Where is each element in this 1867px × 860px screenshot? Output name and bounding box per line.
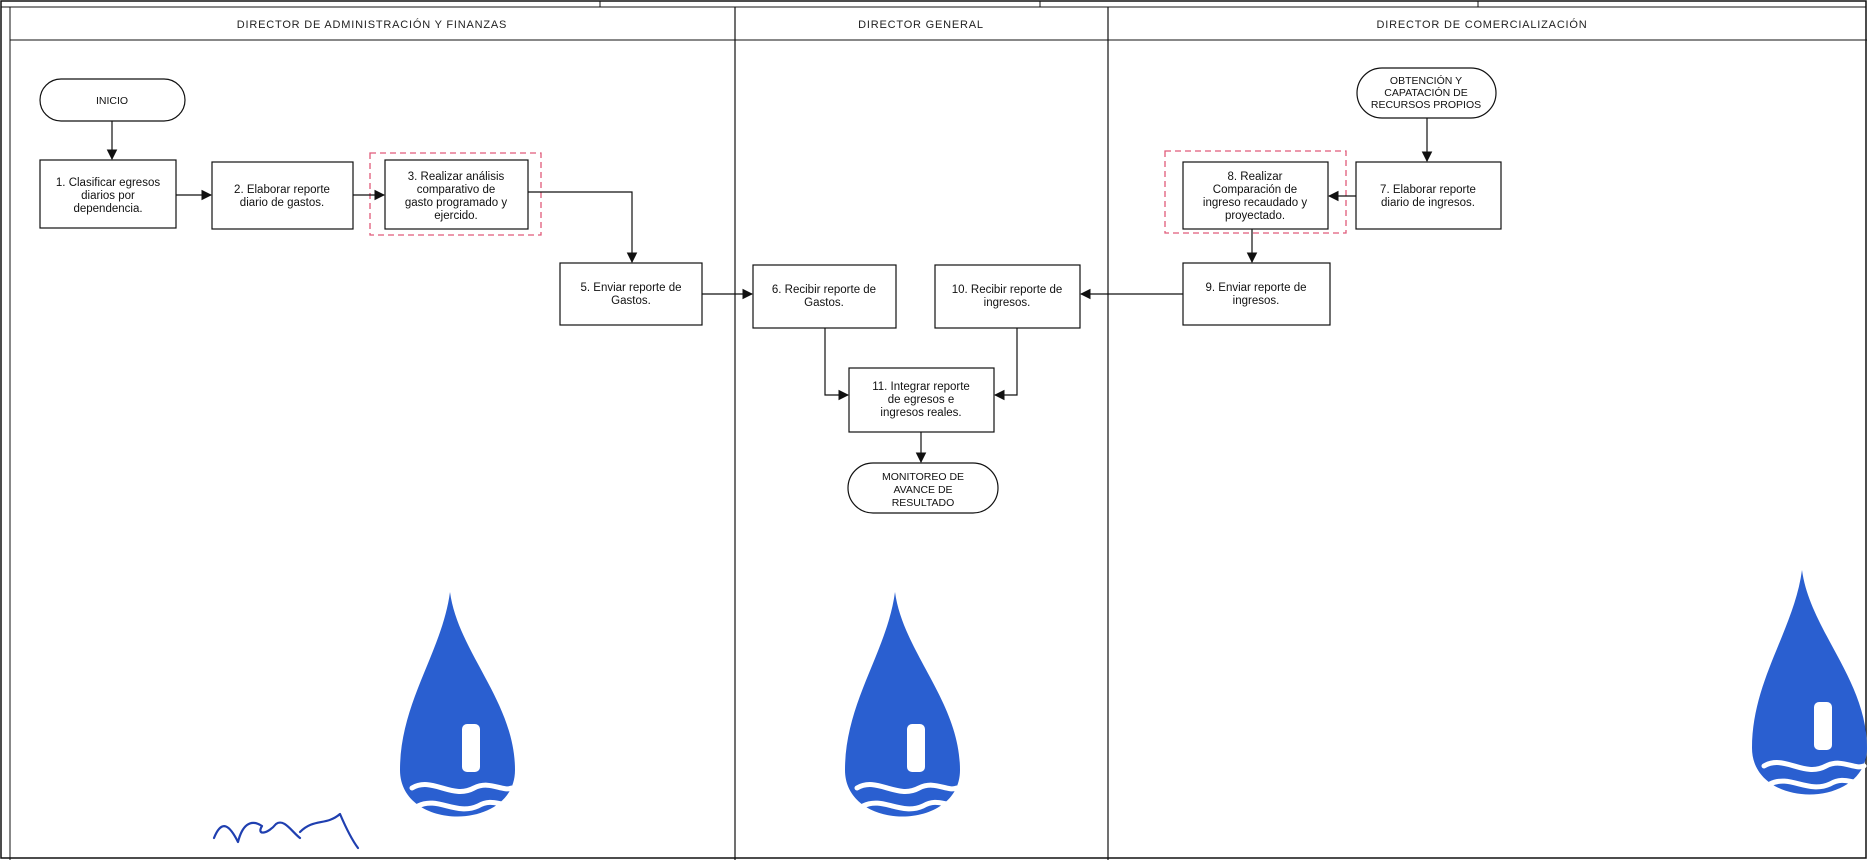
- svg-text:Comparación de: Comparación de: [1213, 184, 1297, 196]
- svg-text:gasto programado y: gasto programado y: [405, 197, 508, 209]
- svg-text:diario de gastos.: diario de gastos.: [240, 197, 324, 209]
- arrow-3-to-5: [528, 191, 638, 264]
- svg-text:6. Recibir reporte de: 6. Recibir reporte de: [772, 284, 876, 296]
- svg-text:7. Elaborar reporte: 7. Elaborar reporte: [1380, 184, 1476, 196]
- svg-text:5. Enviar reporte de: 5. Enviar reporte de: [580, 282, 681, 294]
- seal-icon: [400, 592, 515, 817]
- terminal-monitoreo-line-2: AVANCE DE: [893, 484, 952, 496]
- step-10-box: [934, 264, 1081, 329]
- svg-text:Gastos.: Gastos.: [804, 297, 844, 309]
- terminal-monitoreo: MONITOREO DE AVANCE DE RESULTADO: [847, 462, 999, 514]
- svg-text:11. Integrar reporte: 11. Integrar reporte: [872, 381, 970, 393]
- svg-text:9. Enviar reporte de: 9. Enviar reporte de: [1205, 282, 1306, 294]
- step-2: 2. Elaborar reporte diario de gastos.: [211, 161, 354, 230]
- lane-title-admin: DIRECTOR DE ADMINISTRACIÓN Y FINANZAS: [237, 18, 507, 31]
- svg-text:2. Elaborar reporte: 2. Elaborar reporte: [234, 184, 330, 196]
- step-9: 9. Enviar reporte de ingresos.: [1182, 262, 1331, 326]
- step-5: 5. Enviar reporte de Gastos.: [559, 262, 703, 326]
- svg-text:proyectado.: proyectado.: [1225, 210, 1285, 222]
- seal-icon: [845, 592, 960, 817]
- svg-text:diarios por: diarios por: [81, 190, 135, 202]
- step-6: 6. Recibir reporte de Gastos.: [752, 264, 897, 329]
- step-10: 10. Recibir reporte de ingresos.: [934, 264, 1081, 329]
- svg-text:de egresos e: de egresos e: [888, 394, 955, 406]
- svg-text:comparativo de: comparativo de: [417, 184, 496, 196]
- terminal-obtencion-line-3: RECURSOS PROPIOS: [1371, 99, 1481, 111]
- highlight-step-8: [1164, 150, 1347, 234]
- seal-icon: [1752, 570, 1867, 795]
- terminal-obtencion-line-2: CAPATACIÓN DE: [1384, 86, 1467, 99]
- svg-text:8. Realizar: 8. Realizar: [1228, 171, 1283, 183]
- svg-text:ingresos.: ingresos.: [1233, 295, 1280, 307]
- step-2-box: [211, 161, 354, 230]
- terminal-monitoreo-line-3: RESULTADO: [892, 497, 955, 509]
- step-3: 3. Realizar análisis comparativo de gast…: [384, 159, 529, 230]
- terminal-obtencion: OBTENCIÓN Y CAPATACIÓN DE RECURSOS PROPI…: [1356, 67, 1497, 119]
- svg-text:ingreso recaudado y: ingreso recaudado y: [1203, 197, 1307, 209]
- step-8-box: [1182, 161, 1329, 230]
- svg-text:ejercido.: ejercido.: [434, 210, 477, 222]
- svg-text:Gastos.: Gastos.: [611, 295, 651, 307]
- svg-text:10. Recibir reporte de: 10. Recibir reporte de: [952, 284, 1063, 296]
- lane-title-general: DIRECTOR GENERAL: [858, 19, 984, 31]
- step-8: 8. Realizar Comparación de ingreso recau…: [1182, 161, 1329, 230]
- terminal-inicio: INICIO: [39, 78, 186, 122]
- svg-text:ingresos.: ingresos.: [984, 297, 1031, 309]
- step-9-box: [1182, 262, 1331, 326]
- terminal-obtencion-line-1: OBTENCIÓN Y: [1390, 74, 1462, 87]
- signature: [212, 812, 360, 850]
- step-3-box: [384, 159, 529, 230]
- step-5-box: [559, 262, 703, 326]
- svg-text:dependencia.: dependencia.: [73, 203, 142, 215]
- svg-text:ingresos reales.: ingresos reales.: [880, 407, 961, 419]
- step-1: 1. Clasificar egresos diarios por depend…: [39, 159, 177, 229]
- svg-text:diario de ingresos.: diario de ingresos.: [1381, 197, 1475, 209]
- arrow-6-to-11: [824, 328, 850, 401]
- step-7: 7. Elaborar reporte diario de ingresos.: [1355, 161, 1502, 230]
- lane-title-comercial: DIRECTOR DE COMERCIALIZACIÓN: [1376, 18, 1587, 31]
- arrow-10-to-11: [993, 328, 1018, 401]
- terminal-inicio-label: INICIO: [96, 95, 128, 107]
- highlight-step-3: [369, 152, 542, 236]
- svg-text:1. Clasificar egresos: 1. Clasificar egresos: [56, 177, 160, 189]
- terminal-monitoreo-line-1: MONITOREO DE: [882, 471, 964, 483]
- svg-text:3. Realizar análisis: 3. Realizar análisis: [408, 171, 505, 183]
- step-11: 11. Integrar reporte de egresos e ingres…: [848, 367, 995, 433]
